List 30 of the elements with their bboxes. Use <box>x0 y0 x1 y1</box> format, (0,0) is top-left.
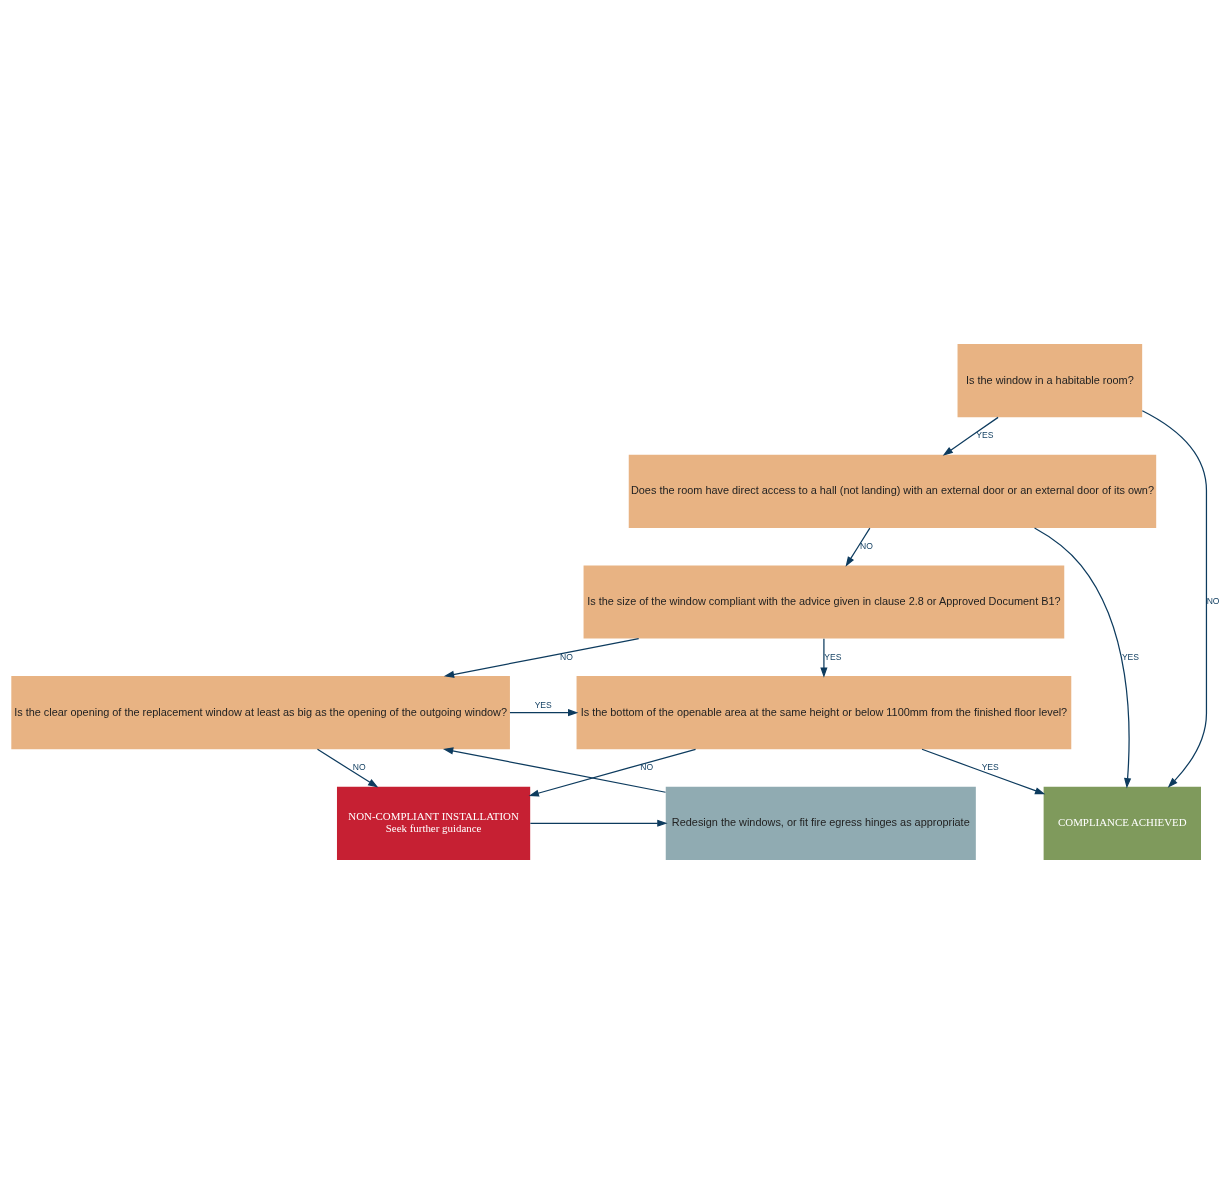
edge-label: NO <box>859 540 873 551</box>
arrow <box>1141 410 1208 788</box>
edge-label: NO <box>1206 596 1220 607</box>
edge-label: NO <box>352 762 366 773</box>
arrow <box>529 819 668 827</box>
node-box: Is the size of the window compliant with the advice given in clause 2.8 or Approved Document B1? <box>583 565 1065 639</box>
node-box: Does the room have direct access to a hall (not landing) with an external door or an external door of its own? <box>628 454 1157 528</box>
arrow <box>845 527 871 567</box>
node-box: Is the clear opening of the replacement window at least as big as the opening of the outgoing window? <box>11 676 510 750</box>
node-box: Is the window in a habitable room? <box>957 344 1143 418</box>
edge-label: YES <box>1121 651 1140 662</box>
arrow <box>528 748 697 797</box>
edge-label: YES <box>824 651 842 662</box>
edge-label: NO <box>559 651 573 662</box>
arrow <box>509 709 579 717</box>
arrow <box>316 748 379 788</box>
arrow <box>443 638 640 678</box>
node-box: Redesign the windows, or fit fire egress hinges as appropriate <box>665 786 976 860</box>
node-box: COMPLIANCE ACHIEVED <box>1043 786 1201 860</box>
edge-label: YES <box>976 430 994 441</box>
arrow <box>442 747 667 793</box>
arrow <box>820 638 828 678</box>
edge-label: YES <box>981 762 999 773</box>
arrow <box>942 416 999 456</box>
arrow <box>921 748 1046 795</box>
node-box: NON-COMPLIANT INSTALLATION Seek further guidance <box>336 786 531 860</box>
edge-label: YES <box>534 699 552 710</box>
arrow <box>1033 527 1132 789</box>
edge-label: NO <box>640 762 654 773</box>
node-box: Is the bottom of the openable area at the same height or below 1100mm from the finished floor level? <box>576 676 1072 750</box>
